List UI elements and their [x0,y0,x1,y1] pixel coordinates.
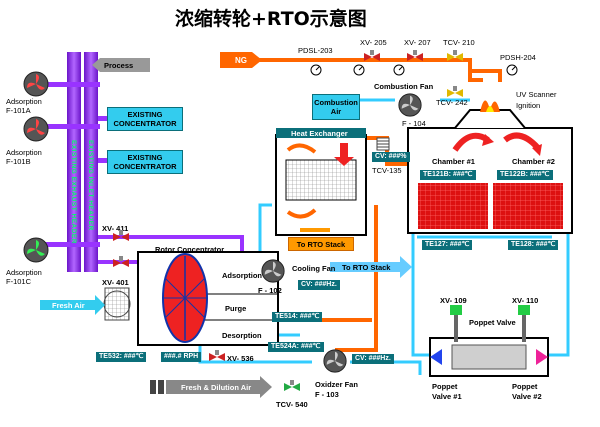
to-rto-stack-label-2: To RTO Stack [342,263,391,272]
f103-label: F - 103 [315,390,339,399]
valve-tcv540-icon[interactable] [283,380,301,394]
valve-xv207-icon[interactable] [406,50,424,64]
valve-xv205-icon[interactable] [363,50,381,64]
fan-f101a-icon[interactable] [22,70,50,98]
te532-tag: TE532: ###℃ [96,352,147,362]
ignition-label: Ignition [516,101,541,110]
exhaust-header-label: EXISTING EXHAUST HEADER [70,140,77,244]
valve-xv401-icon[interactable] [112,256,130,270]
damper-tcv135-icon[interactable] [376,137,390,151]
te524a-tag: TE524A: ###℃ [268,342,324,352]
cv-102-tag: CV: ###Hz. [298,280,340,290]
cv-103-tag: CV: ###Hz. [352,354,394,364]
te121b-tag: TE121B: ###℃ [420,170,476,180]
te127-tag: TE127: ###℃ [422,240,473,250]
existing-concentrator-2: EXISTING CONCENTRATOR [107,150,183,174]
rotor-concentrator-label: Rotor Concentrator [155,245,225,254]
valve-xv536-icon[interactable] [208,350,226,364]
combustion-fan-label: Combustion Fan [374,82,434,91]
xv411-label: XV- 411 [102,224,129,233]
adsorption-f101c-label: Adsorption F-101C [6,268,42,286]
desorption-zone-label: Desorption [222,331,262,340]
uv-scanner-label: UV Scanner [516,90,557,99]
diagram-title: 浓缩转轮+RTO示意图 [175,8,367,30]
xv110-label: XV- 110 [512,296,539,305]
process-label: Process [104,61,134,70]
heat-exchanger-label: Heat Exchanger [291,129,348,138]
to-rto-stack-box-1: To RTO Stack [288,237,354,251]
fresh-dilution-air-label: Fresh & Dilution Air [181,383,252,392]
tcv135-label: TCV-135 [372,166,402,175]
adsorption-f101b-label: Adsorption F-101B [6,148,42,166]
inlet-header [84,52,98,272]
valve-tcv242-icon[interactable] [446,86,464,100]
purge-zone-label: Purge [225,304,247,313]
f104-label: F - 104 [402,119,426,128]
fresh-air-label: Fresh Air [52,301,85,310]
gauge-xv207-icon [393,64,405,76]
pdsl-label: PDSL-203 [298,46,333,55]
combustion-fan-icon[interactable] [397,92,423,118]
poppet-valve-2-label: Poppet Valve #2 [512,382,542,401]
xv205-label: XV- 205 [360,38,387,47]
xv401-label: XV- 401 [102,278,129,287]
cooling-fan-icon[interactable] [260,258,286,284]
poppet-valve-label: Poppet Valve [469,318,516,327]
combustion-air-box: Combustion Air [312,94,360,120]
oxidizer-fan-label: Oxidzer Fan [315,380,358,389]
tcv242-label: TCV- 242 [436,98,468,107]
gauge-pdsh-icon [506,64,518,76]
f102-label: F - 102 [258,286,282,295]
fan-f101b-icon[interactable] [22,115,50,143]
inlet-header-label: EXISTING INLET HEADER [87,140,94,231]
xv207-label: XV- 207 [404,38,431,47]
te514-tag: TE514: ###℃ [272,312,323,322]
ng-label: NG [235,55,247,65]
chamber2-label: Chamber #2 [512,157,555,166]
cv-135-tag: CV: ###% [372,152,410,162]
xv109-label: XV- 109 [440,296,467,305]
gauge-pdsl-icon [310,64,322,76]
adsorption-zone-label: Adsorption [222,271,262,280]
rph-tag: ###.# RPH [161,352,202,362]
tcv210-label: TCV- 210 [443,38,475,47]
valve-tcv210-icon[interactable] [446,50,464,64]
existing-concentrator-1: EXISTING CONCENTRATOR [107,107,183,131]
xv536-label: XV- 536 [227,354,254,363]
poppet-valve-1-label: Poppet Valve #1 [432,382,462,401]
exhaust-header [67,52,81,272]
pdsh-label: PDSH-204 [500,53,536,62]
cooling-fan-label: Cooling Fan [292,264,336,273]
te128-tag: TE128: ###℃ [508,240,559,250]
gauge-xv205-icon [353,64,365,76]
oxidizer-fan-icon[interactable] [322,348,348,374]
adsorption-f101a-label: Adsorption F-101A [6,97,42,115]
valve-xv411-icon[interactable] [112,230,130,244]
chamber1-label: Chamber #1 [432,157,475,166]
tcv540-label: TCV- 540 [276,400,308,409]
fan-f101c-icon[interactable] [22,236,50,264]
te122b-tag: TE122B: ###℃ [497,170,553,180]
